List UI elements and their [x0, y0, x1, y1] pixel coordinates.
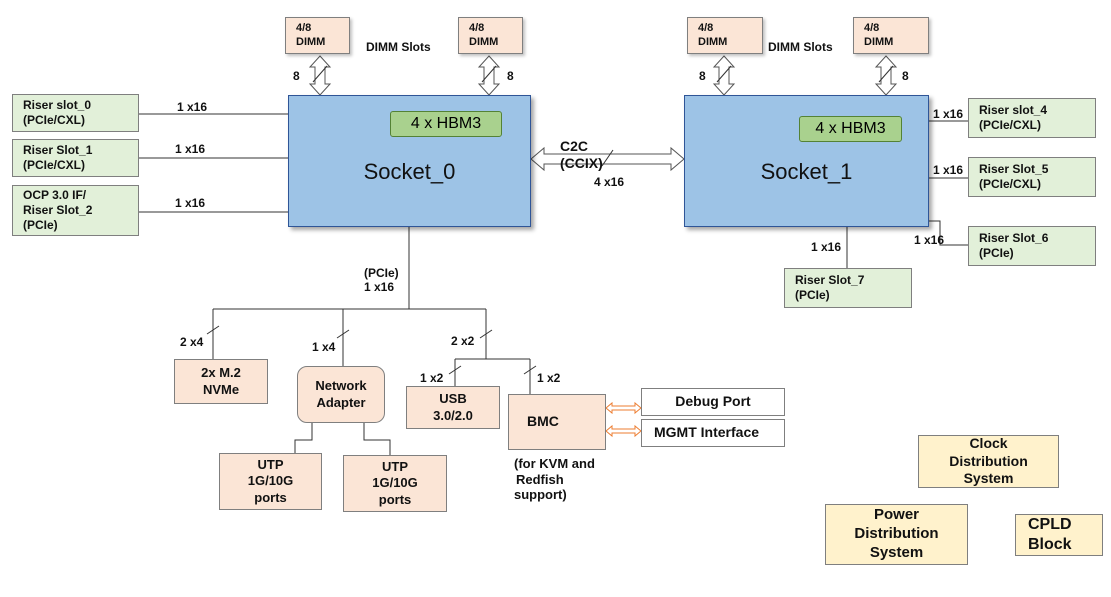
dimm-arrow-icon — [712, 55, 736, 96]
bmc-link-label: 1 x2 — [537, 371, 561, 385]
bmc-note: (for KVM and Redfish support) — [514, 456, 595, 503]
socket-0-hbm: 4 x HBM3 — [390, 111, 502, 137]
c2c-label: C2C(CCIX) — [560, 138, 603, 171]
mgmt-interface-box: MGMT Interface — [641, 419, 785, 447]
riser-slot-0: Riser slot_0(PCIe/CXL) — [12, 94, 139, 132]
m2-link-label: 2 x4 — [180, 335, 204, 349]
riser-slot-7: Riser Slot_7(PCIe) — [784, 268, 912, 308]
riser-6-link — [929, 220, 968, 246]
dimm-slots-label: DIMM Slots — [366, 40, 431, 54]
socket-1-hbm-label: 4 x HBM3 — [815, 120, 886, 137]
dimm-channel-count: 8 — [699, 69, 706, 83]
link-width-label: 1 x16 — [933, 163, 964, 177]
dimm-channel-count: 8 — [902, 69, 909, 83]
lane-slash — [336, 329, 350, 339]
debug-port-arrow-icon — [605, 401, 642, 415]
socket-0-hbm-label: 4 x HBM3 — [410, 115, 482, 132]
lane-slash — [448, 365, 462, 375]
debug-port-box: Debug Port — [641, 388, 785, 416]
riser-slot-2: OCP 3.0 IF/Riser Slot_2(PCIe) — [12, 185, 139, 236]
dimm-arrow-icon — [874, 55, 898, 96]
c2c-arrow-icon — [530, 146, 685, 172]
pcie-trunk-label: (PCIe)1 x16 — [364, 266, 399, 295]
link-width-label: 1 x16 — [177, 100, 208, 114]
dimm-arrow-icon — [308, 55, 332, 96]
socket-1-hbm: 4 x HBM3 — [799, 116, 902, 142]
socket-1: Socket_1 — [684, 95, 929, 227]
link-width-label: 1 x16 — [175, 196, 206, 210]
riser-slot-1: Riser Slot_1(PCIe/CXL) — [12, 139, 139, 177]
lane-slash — [479, 329, 493, 339]
riser-slot-5: Riser Slot_5(PCIe/CXL) — [968, 157, 1096, 197]
utp-1-link — [294, 423, 313, 453]
utp-2-link — [363, 423, 391, 455]
mgmt-arrow-icon — [605, 424, 642, 438]
usb-bmc-link-label: 2 x2 — [451, 334, 475, 348]
dimm-channel-count: 8 — [293, 69, 300, 83]
link-width-label: 1 x16 — [175, 142, 206, 156]
c2c-width-label: 4 x16 — [594, 175, 625, 189]
link-width-label: 1 x16 — [811, 240, 842, 254]
link-width-label: 1 x16 — [914, 233, 945, 247]
lane-slash — [206, 325, 220, 335]
link-width-label: 1 x16 — [933, 107, 964, 121]
dimm-slots-label: DIMM Slots — [768, 40, 833, 54]
riser-slot-4: Riser slot_4(PCIe/CXL) — [968, 98, 1096, 138]
lane-slash — [523, 365, 537, 375]
socket-0-label: Socket_0 — [363, 159, 456, 185]
bmc-box: BMC — [508, 394, 606, 450]
riser-slot-6: Riser Slot_6(PCIe) — [968, 226, 1096, 266]
network-link-label: 1 x4 — [312, 340, 336, 354]
usb-link-label: 1 x2 — [420, 371, 444, 385]
socket-1-label: Socket_1 — [760, 159, 853, 185]
dimm-arrow-icon — [477, 55, 501, 96]
dimm-channel-count: 8 — [507, 69, 514, 83]
